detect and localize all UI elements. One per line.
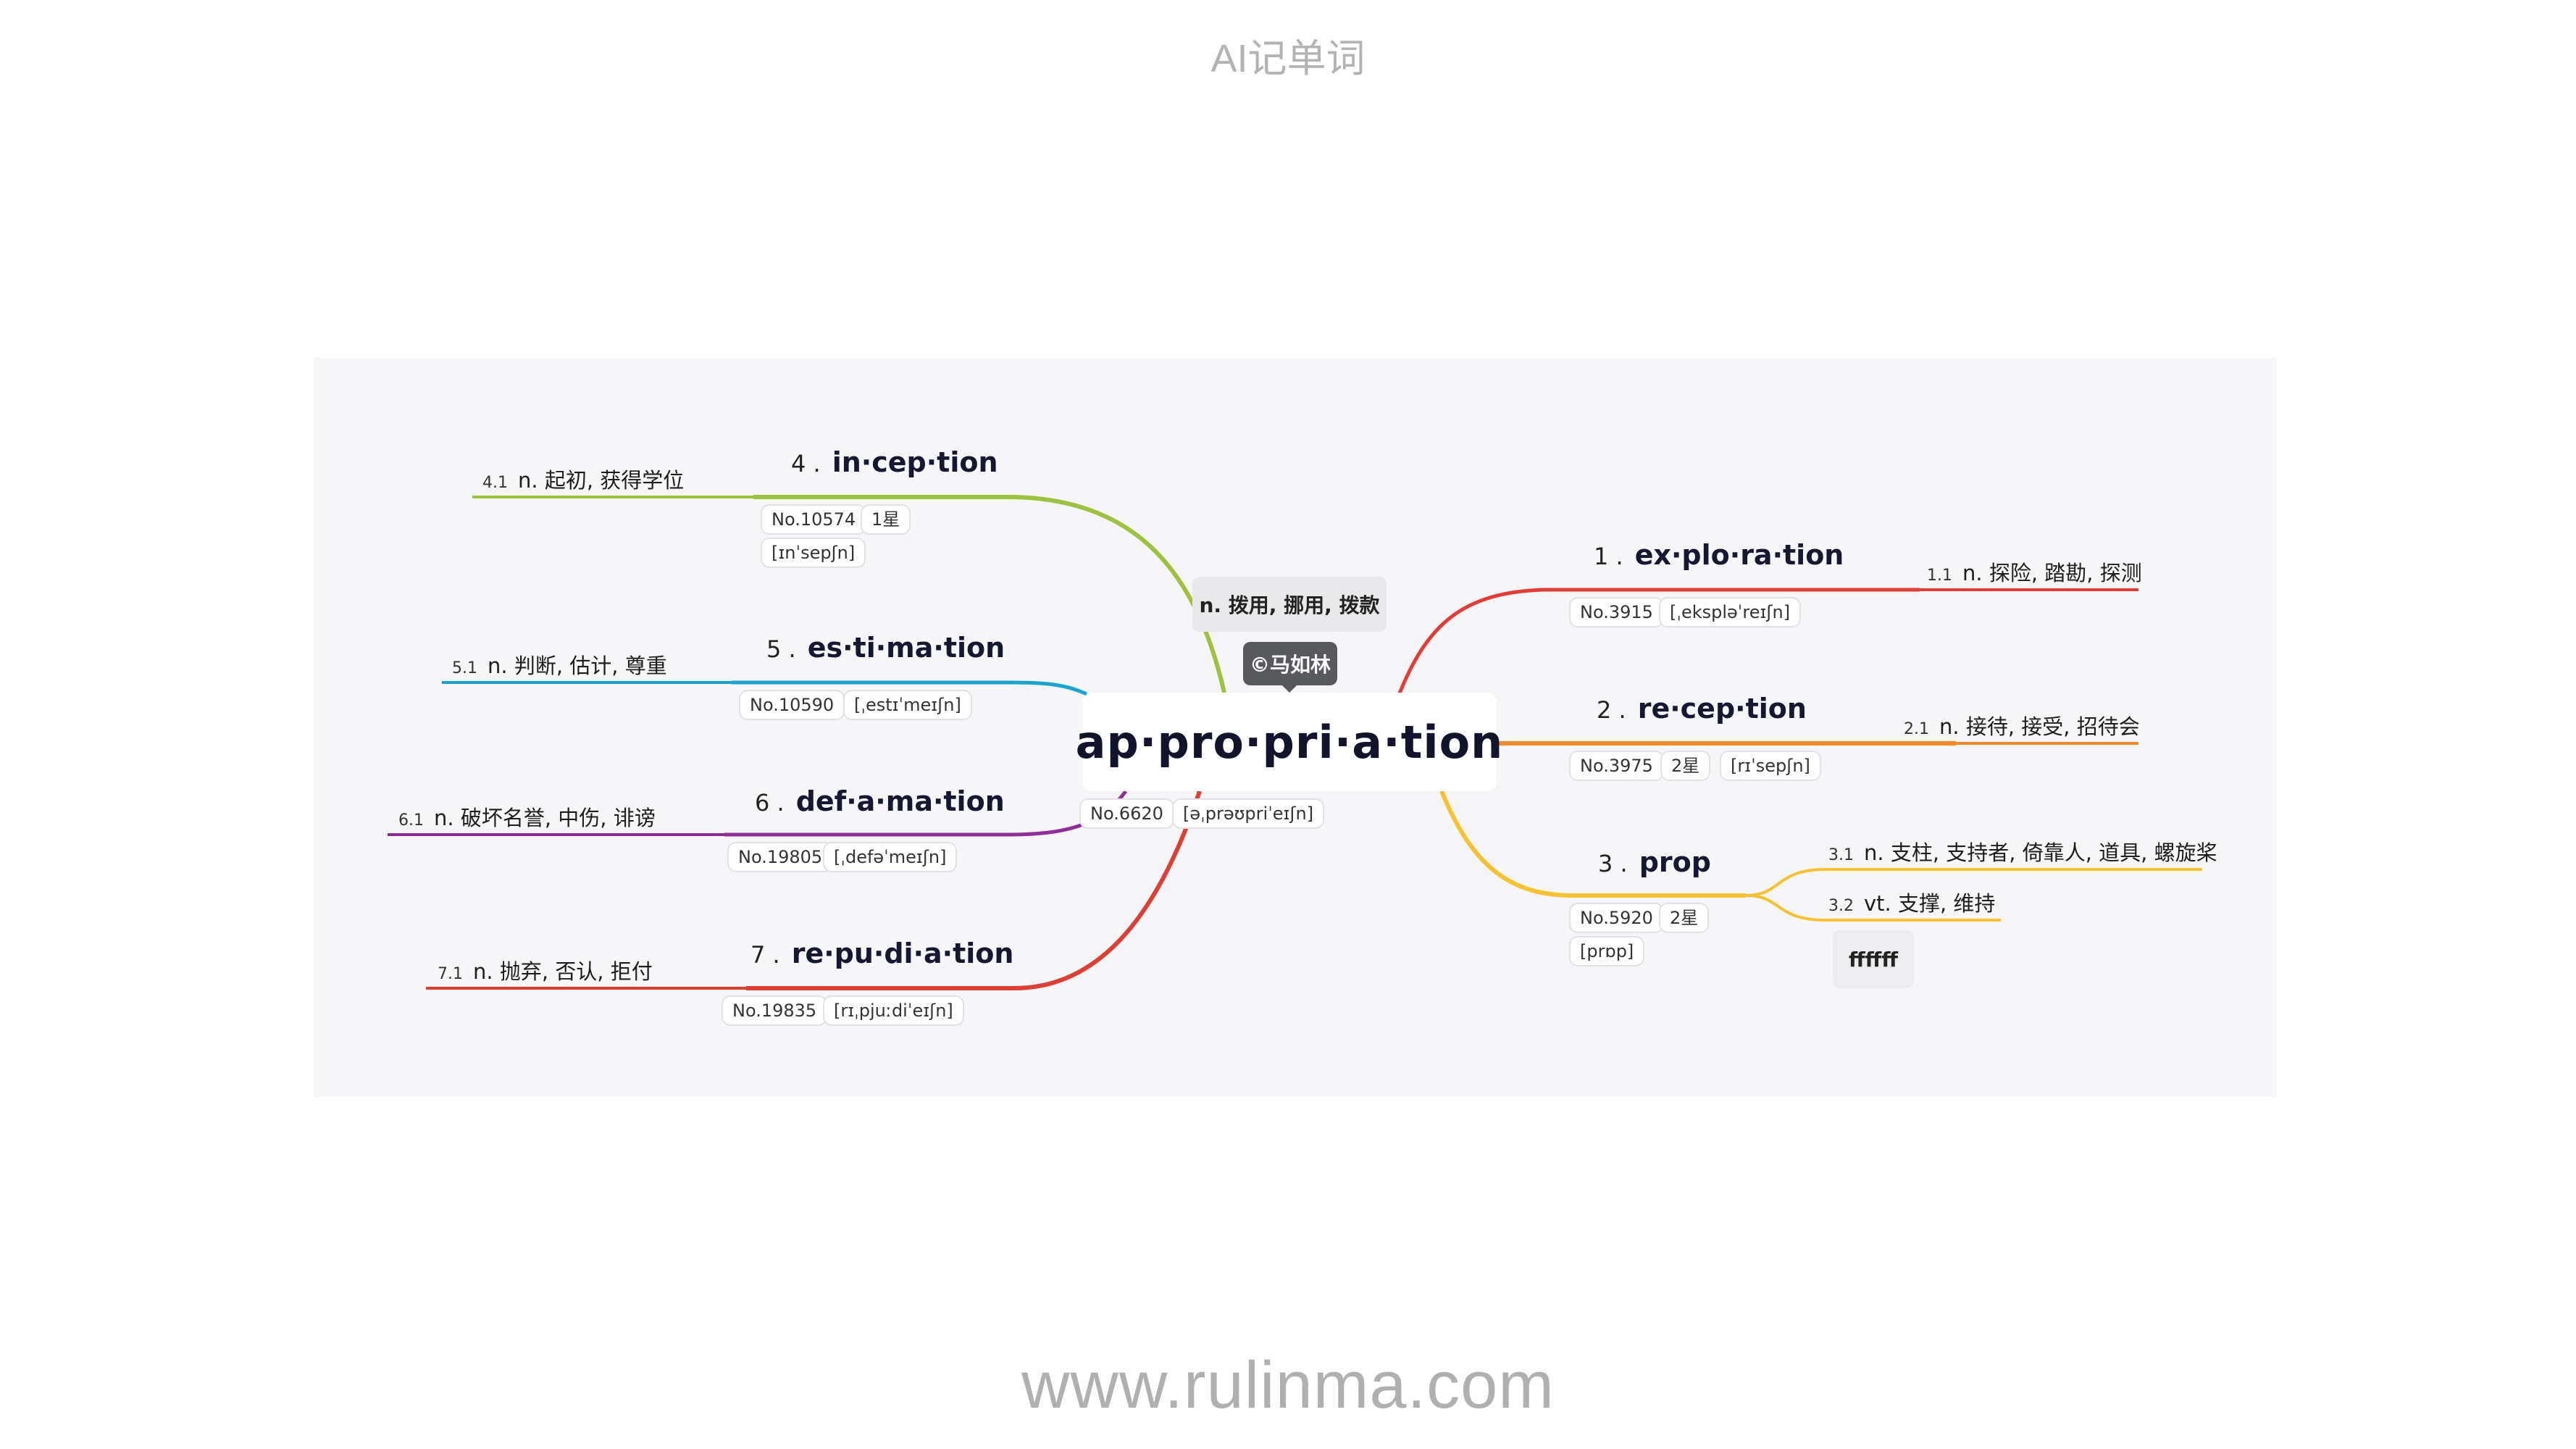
connector-estimation xyxy=(732,680,1088,696)
sense-number: 5.1 xyxy=(452,659,477,677)
sense-number: 1.1 xyxy=(1927,567,1952,585)
connector-prop xyxy=(1439,790,1746,898)
sense-number: 7.1 xyxy=(438,965,463,983)
sense-text: n. 起初, 获得学位 xyxy=(518,468,685,493)
topic-exploration[interactable]: 1 . ex·plo·ra·tion xyxy=(1594,539,1844,571)
topic-estimation[interactable]: 5 . es·ti·ma·tion xyxy=(766,632,1005,664)
callout-pointer-icon xyxy=(1281,684,1298,693)
topic-defamation[interactable]: 6 . def·a·ma·tion xyxy=(755,785,1005,817)
sense-1-1[interactable]: 1.1 n. 探险, 踏勘, 探测 xyxy=(1927,556,2142,587)
connector-exploration xyxy=(1396,588,1920,698)
app-title: AI记单词 xyxy=(1210,37,1366,80)
sense-text: n. 判断, 估计, 尊重 xyxy=(488,653,667,678)
extra-node[interactable]: ffffff xyxy=(1833,930,1914,988)
topic-word: prop xyxy=(1639,846,1711,878)
topic-word: re·pu·di·a·tion xyxy=(791,938,1014,969)
topic-repudiation[interactable]: 7 . re·pu·di·a·tion xyxy=(750,938,1013,969)
topic-number: 4 . xyxy=(791,450,821,477)
connector-prop-sense-2 xyxy=(1745,894,2001,922)
connector-prop-sense-1 xyxy=(1745,868,2202,897)
topic-number: 2 . xyxy=(1597,696,1626,724)
topic-number: 7 . xyxy=(750,941,780,969)
sense-7-1[interactable]: 7.1 n. 抛弃, 否认, 拒付 xyxy=(438,955,653,985)
central-topic[interactable]: ap·pro·pri·a·tion xyxy=(1076,693,1502,791)
sense-6-1[interactable]: 6.1 n. 破坏名誉, 中伤, 诽谤 xyxy=(398,801,656,832)
central-phonetic-tag: [əˌprəʊpriˈeɪʃn] xyxy=(1172,798,1325,829)
topic-number: 3 . xyxy=(1598,850,1628,877)
central-definition-callout: n. 拨用, 挪用, 拨款 xyxy=(1192,577,1387,632)
topic-word: ex·plo·ra·tion xyxy=(1634,539,1844,571)
topic-word: re·cep·tion xyxy=(1637,693,1807,724)
no-tag: No.5920 xyxy=(1569,903,1664,933)
sense-number: 6.1 xyxy=(398,811,424,830)
topic-inception[interactable]: 4 . in·cep·tion xyxy=(791,446,998,478)
sense-number: 3.1 xyxy=(1828,846,1854,864)
stars-tag: 2星 xyxy=(1659,903,1710,933)
phonetic-tag: [rɪˌpjuːdiˈeɪʃn] xyxy=(823,995,964,1026)
topic-reception[interactable]: 2 . re·cep·tion xyxy=(1597,693,1807,724)
stars-tag: 2星 xyxy=(1660,751,1711,781)
footer-url: www.rulinma.com xyxy=(1021,1348,1555,1422)
topic-number: 5 . xyxy=(766,635,796,663)
sense-3-1[interactable]: 3.1 n. 支柱, 支持者, 倚靠人, 道具, 螺旋桨 xyxy=(1828,836,2217,867)
no-tag: No.19835 xyxy=(722,995,828,1026)
copyright-callout: ©马如林 xyxy=(1243,642,1337,685)
sense-number: 4.1 xyxy=(482,474,508,492)
phonetic-tag: [prɒp] xyxy=(1569,936,1645,966)
stars-tag: 1星 xyxy=(861,504,911,535)
phonetic-tag: [ˌekspləˈreɪʃn] xyxy=(1659,597,1802,627)
sense-5-1[interactable]: 5.1 n. 判断, 估计, 尊重 xyxy=(452,649,667,680)
phonetic-tag: [ˌestɪˈmeɪʃn] xyxy=(843,690,972,720)
topic-number: 6 . xyxy=(755,789,785,817)
sense-text: vt. 支撑, 维持 xyxy=(1864,891,1996,916)
topic-number: 1 . xyxy=(1594,543,1623,570)
sense-text: n. 探险, 踏勘, 探测 xyxy=(1962,561,2142,585)
central-word: ap·pro·pri·a·tion xyxy=(1075,715,1504,769)
topic-word: def·a·ma·tion xyxy=(795,785,1005,817)
sense-text: n. 接待, 接受, 招待会 xyxy=(1939,714,2140,739)
sense-4-1[interactable]: 4.1 n. 起初, 获得学位 xyxy=(482,464,684,494)
phonetic-tag: [ɪnˈsepʃn] xyxy=(761,538,866,568)
topic-word: in·cep·tion xyxy=(832,446,998,478)
central-no-tag: No.6620 xyxy=(1079,798,1174,829)
connector-repudiation xyxy=(746,790,1202,990)
no-tag: No.10590 xyxy=(739,690,845,720)
sense-2-1[interactable]: 2.1 n. 接待, 接受, 招待会 xyxy=(1904,710,2140,740)
sense-text: n. 抛弃, 否认, 拒付 xyxy=(473,959,653,984)
connector-inception xyxy=(753,495,1226,693)
sense-number: 3.2 xyxy=(1828,897,1854,915)
no-tag: No.10574 xyxy=(761,504,867,535)
sense-text: n. 破坏名誉, 中伤, 诽谤 xyxy=(434,806,656,830)
no-tag: No.3975 xyxy=(1569,751,1664,781)
phonetic-tag: [rɪˈsepʃn] xyxy=(1720,751,1821,781)
sense-3-2[interactable]: 3.2 vt. 支撑, 维持 xyxy=(1828,887,1995,917)
sense-number: 2.1 xyxy=(1904,720,1929,738)
topic-word: es·ti·ma·tion xyxy=(807,632,1005,664)
sense-text: n. 支柱, 支持者, 倚靠人, 道具, 螺旋桨 xyxy=(1864,840,2217,865)
no-tag: No.19805 xyxy=(727,842,834,872)
phonetic-tag: [ˌdefəˈmeɪʃn] xyxy=(823,842,958,872)
topic-prop[interactable]: 3 . prop xyxy=(1598,846,1711,878)
no-tag: No.3915 xyxy=(1569,597,1664,627)
